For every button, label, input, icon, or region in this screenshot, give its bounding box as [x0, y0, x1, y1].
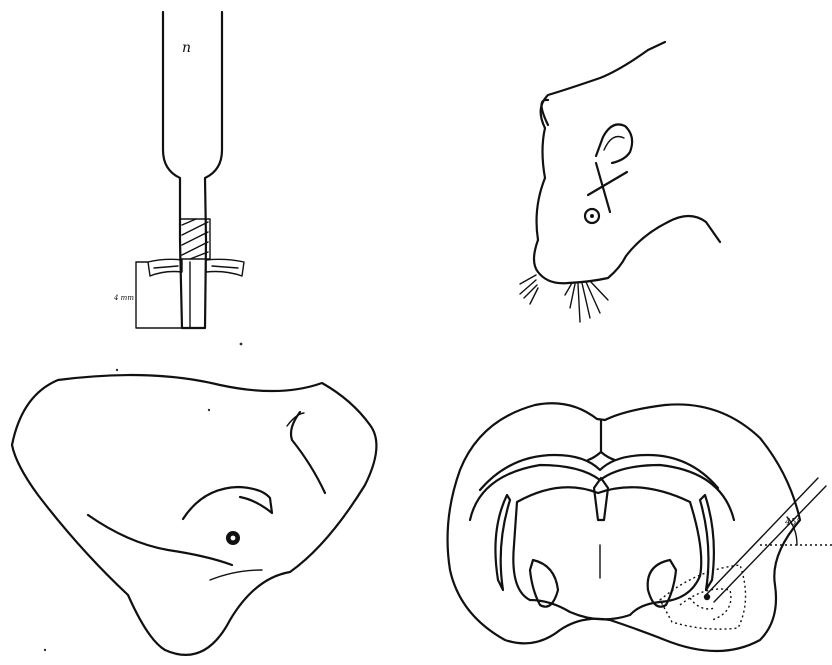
target-region — [660, 565, 746, 629]
rat-whiskers — [520, 275, 608, 322]
brain-section-panel: 45° — [448, 403, 832, 651]
skull-lower-line — [88, 515, 232, 565]
rat-head-panel — [520, 42, 720, 322]
brain-outline — [448, 403, 800, 651]
needle-label: n — [182, 40, 191, 56]
striatum-outline — [513, 487, 701, 619]
scale-label: 4 mm — [113, 294, 134, 302]
skull-fragment-panel — [12, 375, 376, 655]
injection-site-dot — [590, 214, 594, 218]
needle-body — [163, 12, 222, 328]
rat-ear-right-inner — [604, 137, 624, 151]
ventricle-left — [495, 495, 510, 590]
rat-head-outline — [534, 42, 720, 283]
needle-wings — [148, 259, 244, 276]
scan-specks — [44, 343, 243, 652]
ventricle-right — [700, 495, 714, 590]
skull-base-line — [210, 570, 262, 580]
rat-ear-right — [596, 124, 632, 163]
needle-panel: n 4 mm — [113, 12, 244, 328]
corpus-callosum — [480, 455, 718, 490]
bregma-cross — [588, 163, 627, 212]
midline-fissure — [588, 421, 615, 460]
skull-suture-right — [291, 412, 325, 493]
septum — [594, 478, 608, 520]
angle-label: 45° — [784, 518, 801, 528]
skull-outline — [12, 375, 376, 655]
skull-arc — [183, 487, 272, 519]
